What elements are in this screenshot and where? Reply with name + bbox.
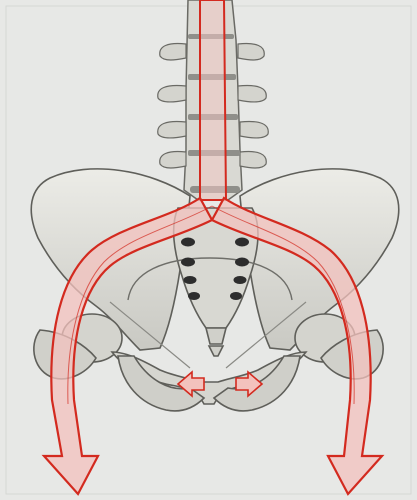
spine-pelvis-diagram: [0, 0, 417, 500]
